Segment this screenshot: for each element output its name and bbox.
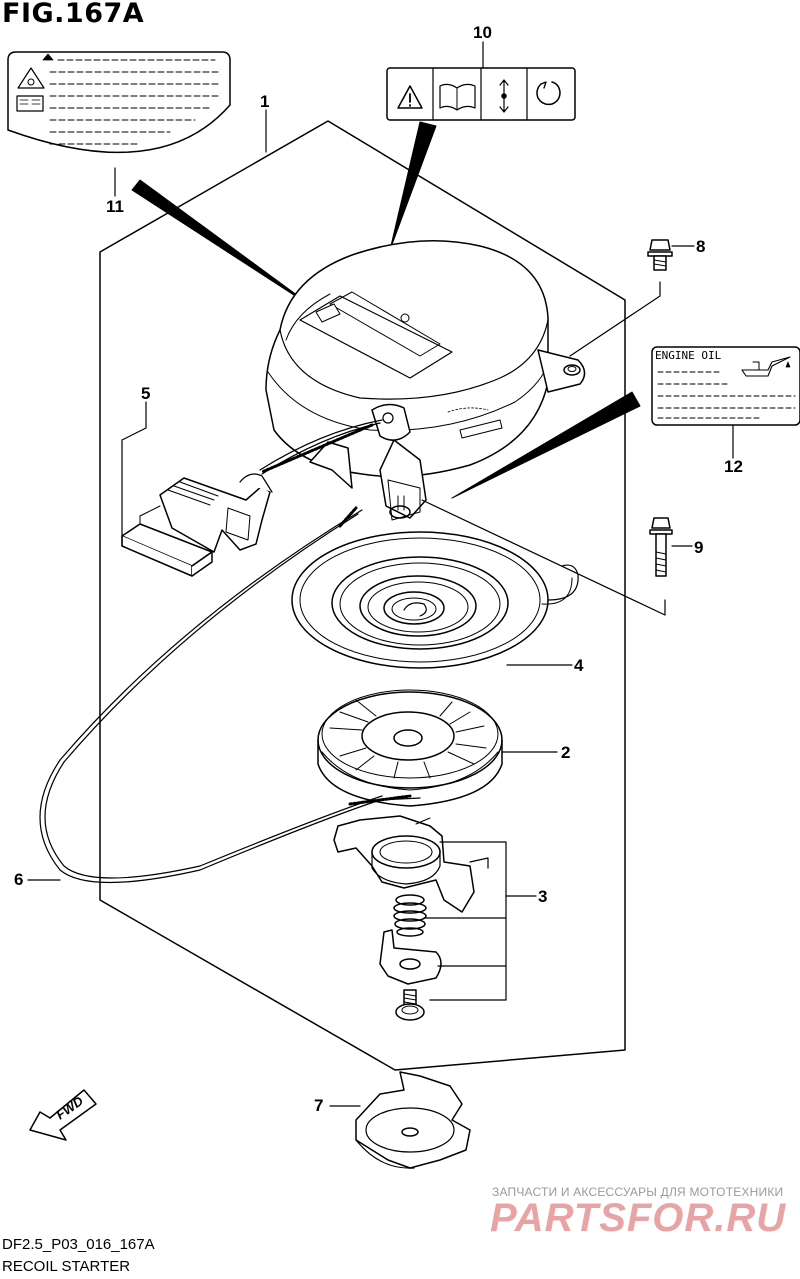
callout-12: 12 — [724, 457, 743, 476]
pointer-wedge-12 — [451, 391, 641, 499]
callout-3: 3 — [538, 887, 548, 906]
starter-case — [265, 240, 586, 521]
callout-4: 4 — [574, 656, 584, 675]
watermark-subtitle: ЗАПЧАСТИ И АКСЕССУАРЫ ДЛЯ МОТОТЕХНИКИ — [492, 1185, 784, 1199]
callout-6: 6 — [14, 870, 24, 889]
fwd-arrow: FWD — [29, 1089, 97, 1141]
ratchet-screw — [395, 989, 425, 1021]
callout-8: 8 — [696, 237, 706, 256]
pointer-wedge-11 — [131, 179, 321, 313]
ratchet-set — [333, 815, 507, 1021]
ratchet-spring — [393, 894, 427, 937]
figure-title: FIG.167A — [2, 0, 145, 29]
caution-label-decal — [7, 51, 231, 154]
callout-9: 9 — [694, 538, 704, 557]
rope — [39, 419, 421, 884]
handle — [121, 473, 273, 577]
pointer-wedge-10 — [389, 121, 437, 251]
rope-reel — [317, 689, 503, 807]
assembly-outline — [99, 120, 626, 1071]
figure-caption: RECOIL STARTER — [2, 1258, 131, 1275]
bolt-long — [649, 517, 673, 577]
watermark-logo: PARTSFOR.RU — [490, 1196, 787, 1240]
engine-oil-label-text: ENGINE OIL — [655, 349, 722, 362]
callout-2: 2 — [561, 743, 571, 762]
callout-7: 7 — [314, 1096, 324, 1115]
leader-lines — [27, 41, 734, 1107]
warning-label-decal — [386, 67, 576, 121]
engine-oil-label-decal — [651, 346, 800, 426]
ratchet-pawl — [379, 929, 442, 985]
callout-11: 11 — [106, 197, 124, 216]
callout-5: 5 — [141, 384, 151, 403]
starter-pulley — [355, 1071, 471, 1169]
callout-10: 10 — [473, 23, 492, 42]
bolt-short — [647, 239, 673, 271]
recoil-spring — [291, 531, 579, 669]
callout-1: 1 — [260, 92, 270, 111]
figure-code: DF2.5_P03_016_167A — [2, 1236, 155, 1253]
